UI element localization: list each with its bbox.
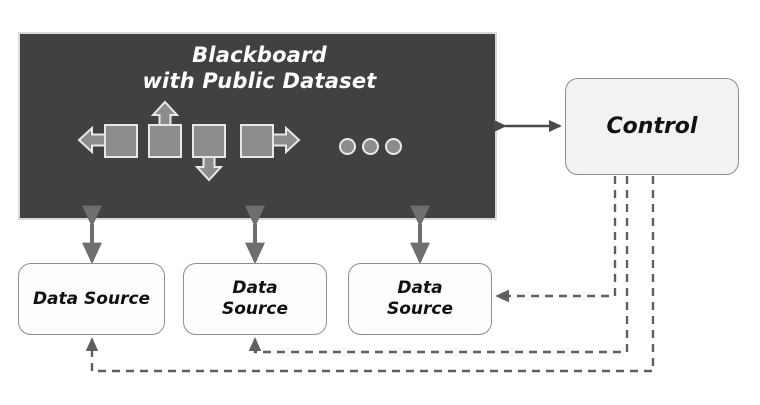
- process-arrow-up: [150, 100, 180, 124]
- data-source-label-1: Data Source: [32, 288, 151, 309]
- ellipsis-dot-1: [339, 138, 356, 155]
- process-box-3[interactable]: [192, 124, 226, 158]
- control-label: Control: [606, 114, 698, 139]
- process-arrow-left: [77, 125, 104, 155]
- connector-control-ds1: [85, 176, 655, 373]
- ellipsis-dot-3: [385, 138, 402, 155]
- data-source-box-1[interactable]: Data Source: [18, 263, 165, 335]
- process-arrow-right: [274, 125, 301, 155]
- process-arrow-down: [194, 158, 224, 182]
- process-box-4[interactable]: [240, 124, 274, 158]
- connector-control-ds2: [248, 176, 629, 354]
- connector-control-ds3: [495, 176, 617, 303]
- process-box-2[interactable]: [148, 124, 182, 158]
- ellipsis-dot-2: [362, 138, 379, 155]
- control-box[interactable]: Control: [565, 78, 739, 175]
- process-box-1[interactable]: [104, 124, 138, 158]
